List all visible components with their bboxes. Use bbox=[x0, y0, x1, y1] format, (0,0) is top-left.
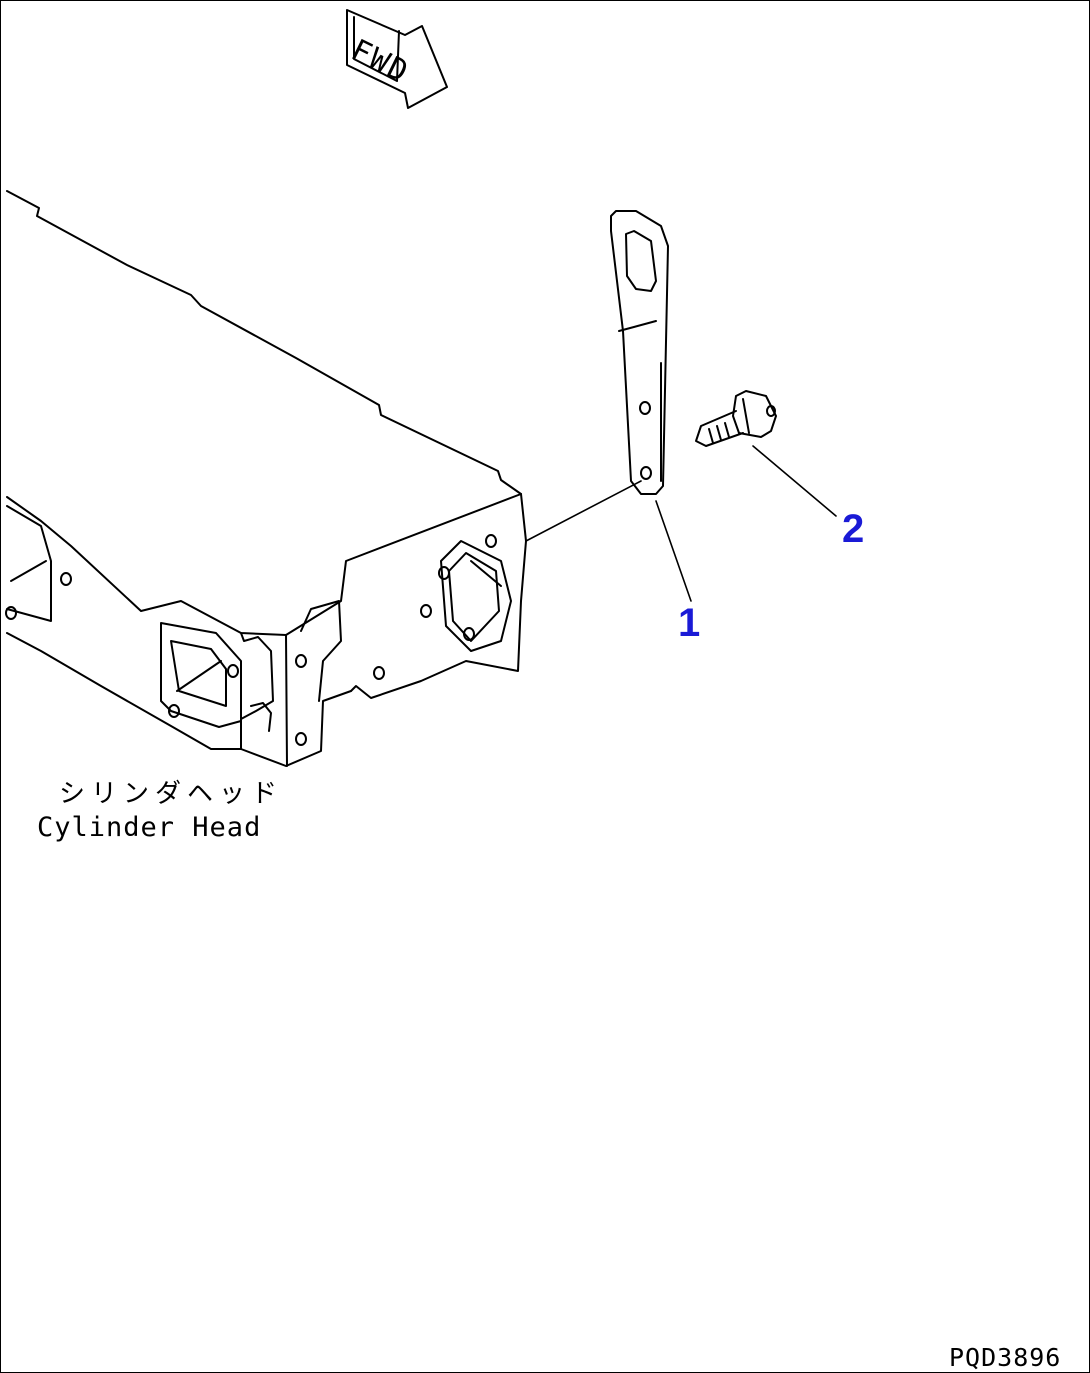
cylinder-head-label-en: Cylinder Head bbox=[37, 812, 262, 843]
callout-2: 2 bbox=[842, 507, 865, 551]
fwd-arrow: FWD bbox=[345, 9, 448, 109]
leader-line-1 bbox=[655, 500, 692, 602]
assembly-line bbox=[525, 480, 642, 542]
cylinder-head bbox=[5, 190, 527, 767]
cylinder-head-label-jp: シリンダヘッド bbox=[59, 779, 284, 809]
callout-1: 1 bbox=[678, 601, 701, 645]
bolt-part-2 bbox=[695, 390, 777, 447]
bracket-part-1 bbox=[610, 210, 669, 495]
leader-lines bbox=[525, 445, 837, 602]
drawing-code: PQD3896 bbox=[949, 1343, 1062, 1372]
leader-line-2 bbox=[752, 445, 837, 517]
